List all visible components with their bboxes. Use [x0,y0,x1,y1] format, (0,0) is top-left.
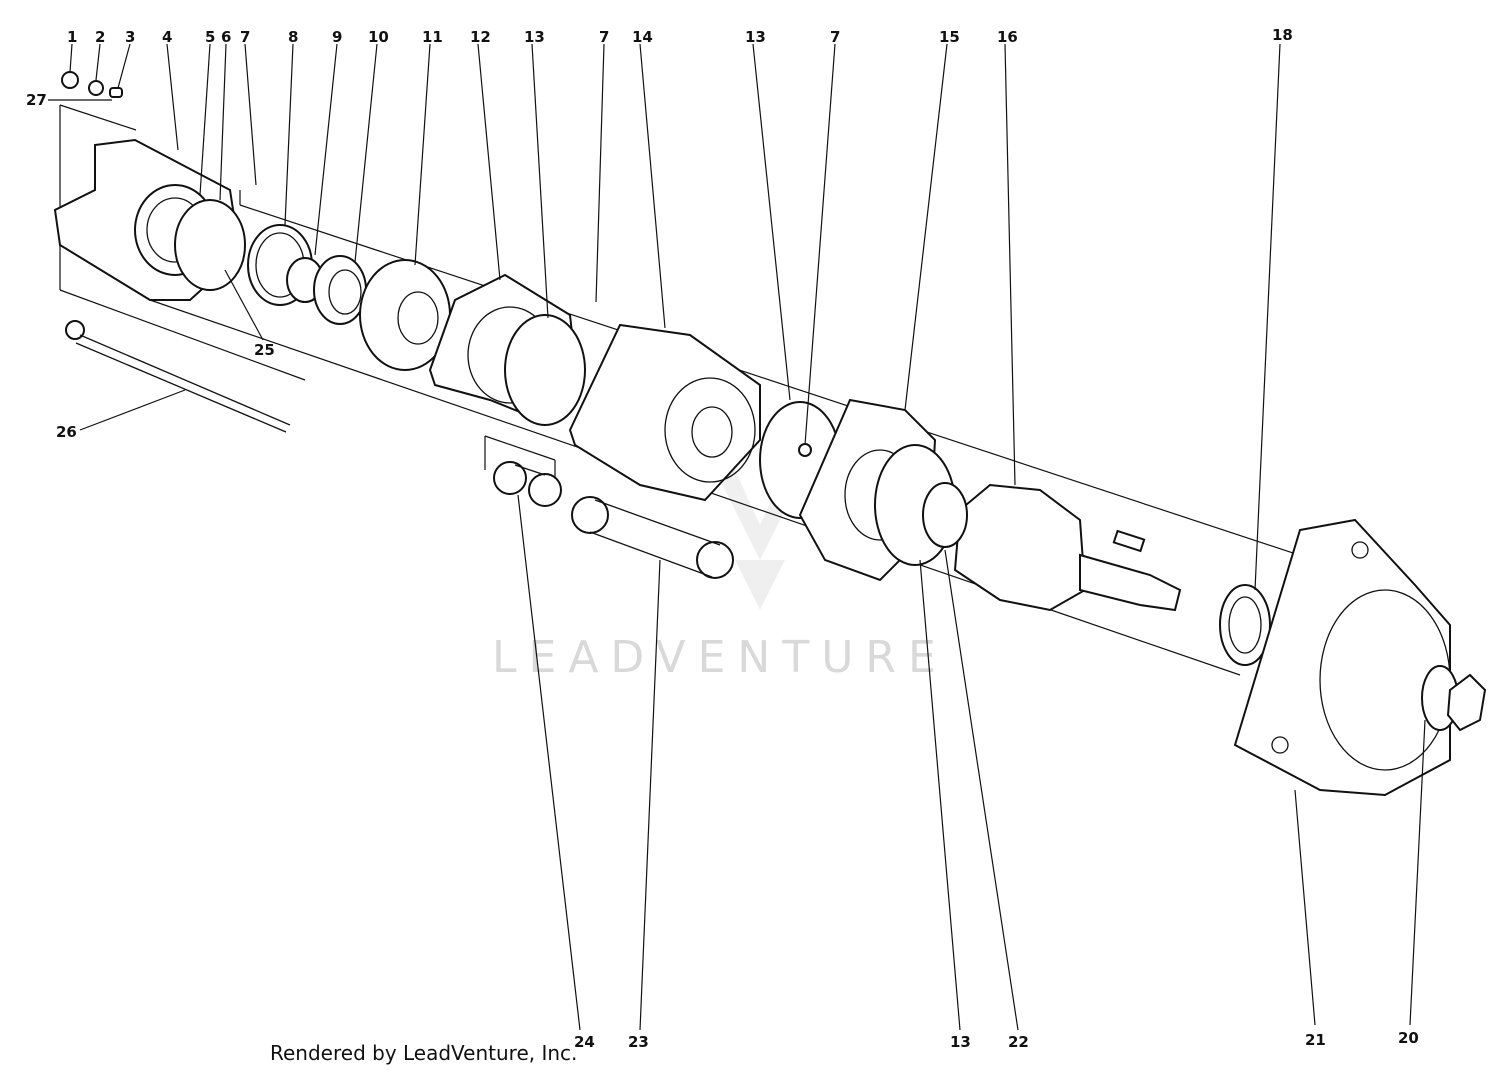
end-cover-housing [53,138,246,301]
render-credit: Rendered by LeadVenture, Inc. [270,1041,577,1065]
callout-22: 22 [1008,1033,1029,1051]
leader-lines [48,43,1426,1031]
callout-13a: 13 [524,28,545,46]
callout-12: 12 [470,28,491,46]
plate-15 [798,398,956,582]
callout-8: 8 [288,28,298,46]
o-ring-13a [504,314,586,426]
callout-21: 21 [1305,1031,1326,1049]
callout-7a: 7 [240,28,250,46]
output-shaft-16 [922,482,1182,612]
callout-18: 18 [1272,26,1293,44]
callout-27: 27 [26,91,47,109]
bearing-10 [313,255,367,325]
callout-2: 2 [95,28,105,46]
callout-6: 6 [221,28,231,46]
gerotor-housing-14 [568,323,761,502]
callout-25: 25 [254,341,275,359]
callout-9: 9 [332,28,342,46]
seal-18 [1219,584,1271,666]
callout-4: 4 [162,28,172,46]
watermark-text: LEADVENTURE [492,632,948,683]
callout-15: 15 [939,28,960,46]
callout-1: 1 [67,28,77,46]
callout-13b: 13 [745,28,766,46]
callout-7c: 7 [830,28,840,46]
callout-16: 16 [997,28,1018,46]
callout-24: 24 [574,1033,595,1051]
callout-14: 14 [632,28,653,46]
callout-26: 26 [56,423,77,441]
callout-7b: 7 [599,28,609,46]
callout-20: 20 [1398,1029,1419,1047]
callout-labels: 1 2 3 4 5 6 7 8 9 10 11 12 13 7 14 13 7 … [26,26,1419,1051]
idler-gear-24 [493,461,562,507]
seal-ring-20 [1421,665,1487,732]
drive-gear-23 [571,496,734,579]
callout-23: 23 [628,1033,649,1051]
callout-11: 11 [422,28,443,46]
callout-5: 5 [205,28,215,46]
port-plug-parts [61,71,123,98]
rotor-11 [359,259,451,371]
mounting-flange-21 [1233,518,1451,797]
callout-10: 10 [368,28,389,46]
callout-3: 3 [125,28,135,46]
callout-13c: 13 [950,1033,971,1051]
bolt-26 [65,320,291,433]
